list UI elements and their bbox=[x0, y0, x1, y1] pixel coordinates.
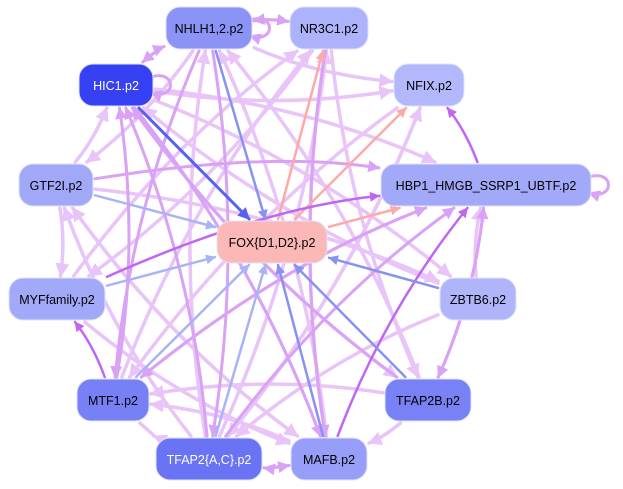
edge-mtf1-to-fox bbox=[134, 263, 251, 379]
edge-tfap2ac-to-hbp1 bbox=[224, 206, 456, 438]
node-label-nfix: NFIX.p2 bbox=[406, 79, 452, 93]
node-label-gtf2i: GTF2I.p2 bbox=[30, 179, 83, 193]
node-gtf2i[interactable]: GTF2I.p2 bbox=[18, 163, 94, 207]
edge-zbtb6-to-hic1 bbox=[141, 106, 440, 285]
node-mtf1[interactable]: MTF1.p2 bbox=[76, 378, 150, 422]
node-label-myf: MYFfamily.p2 bbox=[19, 293, 95, 307]
edge-mafb-to-fox bbox=[275, 263, 325, 438]
edge-zbtb6-to-fox bbox=[327, 255, 440, 290]
node-label-tfap2ac: TFAP2{A,C}.p2 bbox=[167, 453, 252, 467]
edge-tfap2b-to-mafb bbox=[367, 421, 403, 445]
node-box bbox=[18, 163, 94, 207]
edge-mtf1-to-hic1 bbox=[115, 106, 131, 379]
edge-myf-to-nr3c1 bbox=[71, 49, 299, 278]
edge-tfap2ac-to-hic1 bbox=[124, 106, 209, 438]
node-label-mtf1: MTF1.p2 bbox=[88, 394, 138, 408]
edge-hbp1-to-nfix bbox=[446, 106, 479, 164]
nodes-layer: NHLH1,2.p2 NR3C1.p2 HIC1.p2 NFIX.p2 GTF2… bbox=[8, 6, 592, 481]
edge-gtf2i-to-fox bbox=[93, 194, 217, 230]
edge-mafb-to-tfap2ac bbox=[262, 463, 291, 476]
node-label-nhlh: NHLH1,2.p2 bbox=[175, 22, 244, 36]
node-nfix[interactable]: NFIX.p2 bbox=[393, 63, 465, 107]
node-box bbox=[76, 378, 150, 422]
edge-nhlh-to-fox bbox=[214, 49, 268, 221]
node-hbp1[interactable]: HBP1_HMGB_SSRP1_UBTF.p2 bbox=[380, 163, 592, 207]
node-box bbox=[439, 277, 517, 321]
edge-fox-to-nr3c1 bbox=[276, 49, 326, 221]
node-box bbox=[165, 6, 253, 50]
edge-myf-to-fox bbox=[105, 254, 217, 287]
node-nhlh[interactable]: NHLH1,2.p2 bbox=[165, 6, 253, 50]
edge-nr3c1-to-myf bbox=[87, 49, 315, 278]
edge-gtf2i-to-myf bbox=[55, 206, 70, 278]
edge-fox-to-nfix bbox=[293, 106, 408, 221]
edge-tfap2ac-to-nhlh bbox=[188, 49, 211, 438]
node-box bbox=[380, 163, 592, 207]
node-label-fox: FOX{D1,D2}.p2 bbox=[229, 236, 316, 250]
node-label-mafb: MAFB.p2 bbox=[303, 453, 355, 467]
node-box bbox=[216, 220, 328, 264]
edge-mafb-to-hbp1 bbox=[336, 206, 469, 438]
node-hic1[interactable]: HIC1.p2 bbox=[78, 63, 154, 107]
node-label-hbp1: HBP1_HMGB_SSRP1_UBTF.p2 bbox=[396, 179, 577, 193]
node-label-zbtb6: ZBTB6.p2 bbox=[450, 293, 506, 307]
edge-mafb-to-mtf1 bbox=[149, 398, 291, 443]
node-box bbox=[384, 378, 472, 422]
node-box bbox=[8, 277, 106, 321]
node-nr3c1[interactable]: NR3C1.p2 bbox=[289, 6, 369, 50]
node-box bbox=[78, 63, 154, 107]
edge-hic1-to-fox bbox=[137, 106, 251, 221]
edge-tfap2ac-to-fox bbox=[214, 263, 268, 438]
node-box bbox=[290, 437, 368, 481]
edge-nr3c1-to-nhlh bbox=[252, 13, 290, 26]
edge-nfix-to-tfap2ac bbox=[226, 106, 422, 438]
edge-mtf1-to-myf bbox=[73, 320, 106, 379]
node-box bbox=[393, 63, 465, 107]
self-loop-hic1 bbox=[149, 74, 172, 102]
edge-mtf1-to-tfap2ac bbox=[138, 421, 169, 448]
self-loop-hbp1 bbox=[587, 174, 610, 202]
node-box bbox=[155, 437, 263, 481]
edge-hic1-to-zbtb6 bbox=[153, 98, 453, 278]
edge-hbp1-to-mtf1 bbox=[139, 206, 428, 379]
node-myf[interactable]: MYFfamily.p2 bbox=[8, 277, 106, 321]
node-label-nr3c1: NR3C1.p2 bbox=[300, 22, 358, 36]
node-tfap2ac[interactable]: TFAP2{A,C}.p2 bbox=[155, 437, 263, 481]
node-fox[interactable]: FOX{D1,D2}.p2 bbox=[216, 220, 328, 264]
edge-myf-to-mafb bbox=[83, 320, 291, 446]
edge-gtf2i-to-hic1 bbox=[73, 106, 109, 164]
edge-fox-to-hbp1 bbox=[327, 205, 401, 229]
edge-nhlh-to-hic1 bbox=[141, 45, 166, 64]
node-label-tfap2b: TFAP2B.p2 bbox=[396, 394, 460, 408]
node-label-hic1: HIC1.p2 bbox=[93, 79, 139, 93]
node-zbtb6[interactable]: ZBTB6.p2 bbox=[439, 277, 517, 321]
edge-tfap2ac-to-gtf2i bbox=[62, 206, 193, 438]
edge-zbtb6-to-tfap2ac bbox=[234, 313, 440, 438]
self-loop-nhlh bbox=[248, 17, 271, 45]
node-box bbox=[289, 6, 369, 50]
node-tfap2b[interactable]: TFAP2B.p2 bbox=[384, 378, 472, 422]
edge-nhlh-to-mtf1 bbox=[110, 49, 201, 379]
node-mafb[interactable]: MAFB.p2 bbox=[290, 437, 368, 481]
edge-tfap2b-to-fox bbox=[293, 263, 407, 379]
